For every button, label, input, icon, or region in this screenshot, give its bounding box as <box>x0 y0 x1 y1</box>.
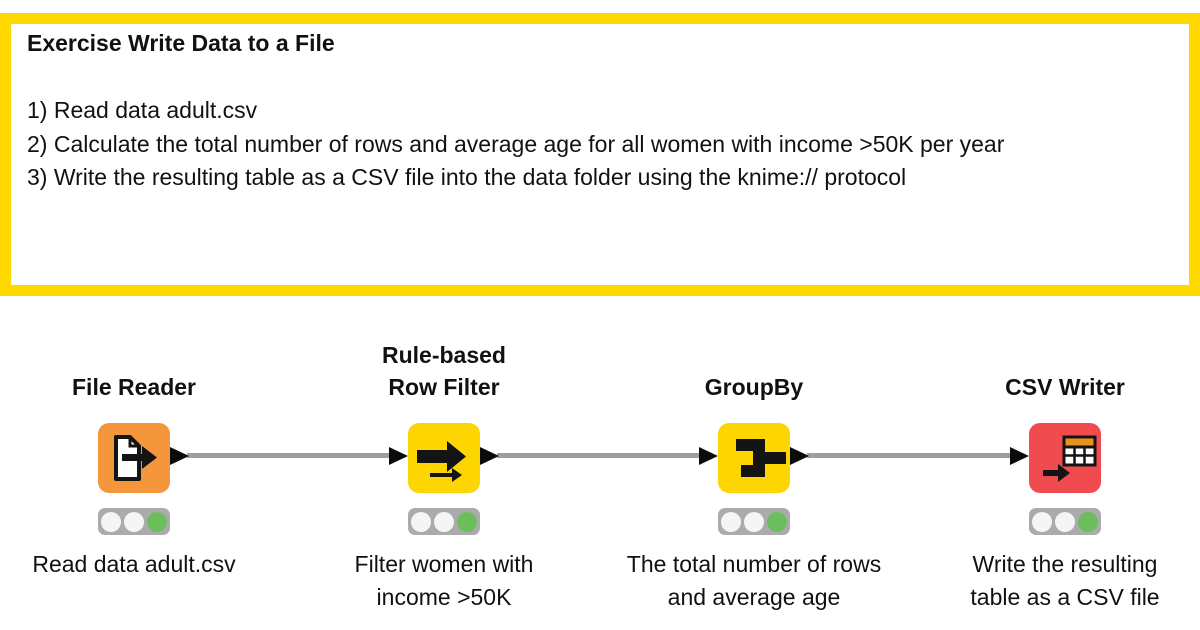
annotation-step-1: 1) Read data adult.csv <box>27 97 258 123</box>
output-port-icon[interactable] <box>170 447 189 465</box>
node-title[interactable]: Rule-based Row Filter <box>382 342 506 400</box>
node-file-reader: File Reader Read data adult.csv <box>0 335 304 627</box>
node-title[interactable]: GroupBy <box>704 374 804 400</box>
status-light-red <box>101 511 121 532</box>
csv-writer-icon <box>1043 435 1097 482</box>
status-light-green <box>767 511 787 532</box>
node-caption[interactable]: Read data adult.csv <box>32 551 236 577</box>
output-port-icon[interactable] <box>790 447 809 465</box>
status-light-green <box>147 511 167 532</box>
node-caption[interactable]: Write the resulting table as a CSV file <box>970 551 1160 610</box>
annotation-step-3: 3) Write the resulting table as a CSV fi… <box>27 164 907 190</box>
input-port-icon[interactable] <box>389 447 408 465</box>
groupby-icon <box>736 439 786 477</box>
status-light-green <box>1078 511 1098 532</box>
status-light-red <box>411 511 431 532</box>
workflow-annotation-box[interactable]: Exercise Write Data to a File 1) Read da… <box>0 13 1200 296</box>
status-light-yellow <box>744 511 764 532</box>
traffic-light <box>98 508 170 535</box>
node-caption[interactable]: The total number of rows and average age <box>626 551 882 610</box>
status-light-green <box>457 511 477 532</box>
status-light-yellow <box>124 511 144 532</box>
output-port-icon[interactable] <box>480 447 499 465</box>
connector-filereader-rowfilter[interactable] <box>187 453 390 458</box>
node-title[interactable]: CSV Writer <box>1005 374 1125 400</box>
traffic-light <box>718 508 790 535</box>
annotation-title: Exercise Write Data to a File <box>27 30 335 56</box>
node-body[interactable] <box>408 423 480 493</box>
input-port-icon[interactable] <box>1010 447 1029 465</box>
connector-rowfilter-groupby[interactable] <box>497 453 700 458</box>
node-body[interactable] <box>1029 423 1101 493</box>
status-light-red <box>1032 511 1052 532</box>
file-reader-icon <box>114 435 157 481</box>
status-light-yellow <box>434 511 454 532</box>
row-filter-icon <box>417 441 466 482</box>
node-csv-writer: CSV Writer Write the resulting table as … <box>895 335 1200 627</box>
node-groupby: GroupBy The total number of rows and ave… <box>584 335 924 627</box>
node-rule-based-row-filter: Rule-based Row Filter Filter women with … <box>274 335 614 627</box>
status-light-red <box>721 511 741 532</box>
node-title[interactable]: File Reader <box>72 374 196 400</box>
annotation-blank-line <box>27 61 1171 95</box>
connector-groupby-csvwriter[interactable] <box>807 453 1012 458</box>
node-caption[interactable]: Filter women with income >50K <box>354 551 534 610</box>
traffic-light <box>1029 508 1101 535</box>
traffic-light <box>408 508 480 535</box>
annotation-step-2: 2) Calculate the total number of rows an… <box>27 130 1005 157</box>
node-body[interactable] <box>98 423 170 493</box>
input-port-icon[interactable] <box>699 447 718 465</box>
node-body[interactable] <box>718 423 790 493</box>
status-light-yellow <box>1055 511 1075 532</box>
